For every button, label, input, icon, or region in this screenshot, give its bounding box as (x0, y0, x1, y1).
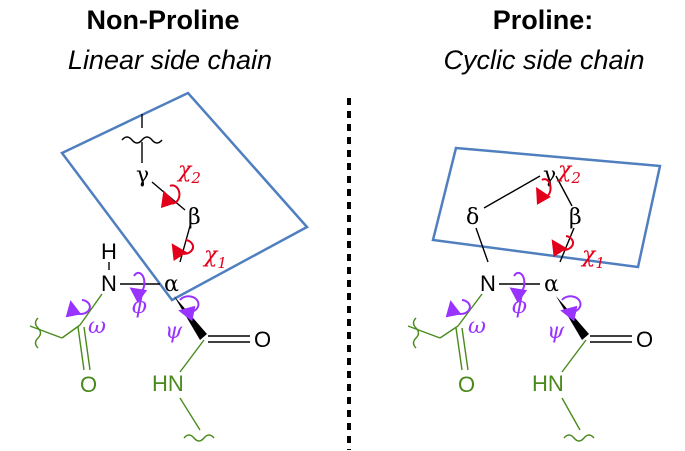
right-chi1-label: χ1 (580, 243, 605, 272)
right-bond-C-O-2 (461, 327, 469, 371)
right-bottom-wave (563, 434, 595, 442)
right-chi2-arrow (536, 178, 552, 205)
left-bond-NH-wave (179, 397, 201, 431)
left-phi-arrow (129, 271, 148, 304)
left-bond-C-O-2 (83, 326, 91, 371)
left-atom-O-left: O (80, 372, 97, 397)
left-bond-wave-C (29, 325, 63, 339)
left-atom-H: H (101, 239, 117, 264)
left-chi2-label: χ2 (176, 158, 201, 187)
left-atom-beta: β (188, 205, 201, 230)
right-atom-O-right: O (636, 327, 653, 352)
left-bottom-wave (183, 434, 215, 442)
right-atom-alpha: α (544, 272, 559, 297)
right-subtitle: Cyclic side chain (443, 45, 644, 75)
right-atom-N: N (480, 271, 496, 296)
left-omega-label: ω (88, 314, 106, 339)
right-bond-NH-wave (561, 397, 581, 431)
left-bond-N-C-left (79, 293, 103, 326)
left-atom-gamma: γ (136, 163, 149, 188)
right-bond-gamma-beta (555, 175, 573, 207)
right-bond-C-wave (439, 325, 459, 339)
left-panel: Non-Proline Linear side chain γ β χ2 χ1 … (29, 5, 309, 442)
right-omega-label: ω (468, 314, 486, 339)
right-psi-label: ψ (547, 319, 565, 344)
left-bond-C-NH (179, 339, 205, 373)
left-psi-label: ψ (165, 319, 183, 344)
right-chi1-arrow (551, 235, 575, 258)
left-chi1-arrow (171, 239, 195, 262)
left-top-wave (121, 136, 163, 144)
left-title: Non-Proline (87, 5, 240, 35)
right-phi-arrow (509, 271, 528, 304)
right-atom-beta: β (569, 205, 582, 230)
left-phi-label: ϕ (132, 294, 147, 319)
left-chi1-label: χ1 (202, 243, 227, 272)
left-atom-N: N (101, 271, 117, 296)
right-bond-gamma-delta (483, 175, 541, 209)
left-side-chain-plane (60, 91, 309, 302)
right-left-wave (412, 317, 420, 349)
left-omega-arrow (65, 299, 91, 318)
right-bond-wave-C (407, 325, 441, 339)
right-title: Proline: (493, 5, 594, 35)
right-bond-delta-N (475, 227, 489, 263)
right-phi-label: ϕ (512, 294, 527, 319)
right-chi2-label: χ2 (556, 158, 581, 187)
right-atom-O-left: O (458, 372, 475, 397)
right-bond-C-O-1 (455, 327, 463, 371)
left-subtitle: Linear side chain (68, 45, 272, 75)
left-chi2-arrow (160, 184, 181, 209)
right-atom-HN: HN (532, 371, 564, 396)
right-atom-delta: δ (466, 205, 479, 230)
right-psi-arrow (560, 295, 582, 322)
left-atom-HN: HN (152, 371, 184, 396)
left-psi-arrow (178, 295, 200, 322)
right-omega-arrow (445, 299, 471, 318)
left-atom-O-right: O (254, 327, 271, 352)
right-panel: Proline: Cyclic side chain γ δ β χ2 χ1 N… (407, 5, 662, 442)
right-side-chain-plane (431, 146, 662, 269)
right-bond-C-NH (561, 339, 587, 373)
right-atom-gamma: γ (543, 163, 556, 188)
left-left-wave (34, 317, 42, 349)
left-bond-C-wave (61, 324, 81, 339)
left-bond-beta-alpha (179, 225, 191, 263)
left-atom-alpha: α (164, 272, 179, 297)
left-bond-C-O-1 (77, 326, 85, 371)
